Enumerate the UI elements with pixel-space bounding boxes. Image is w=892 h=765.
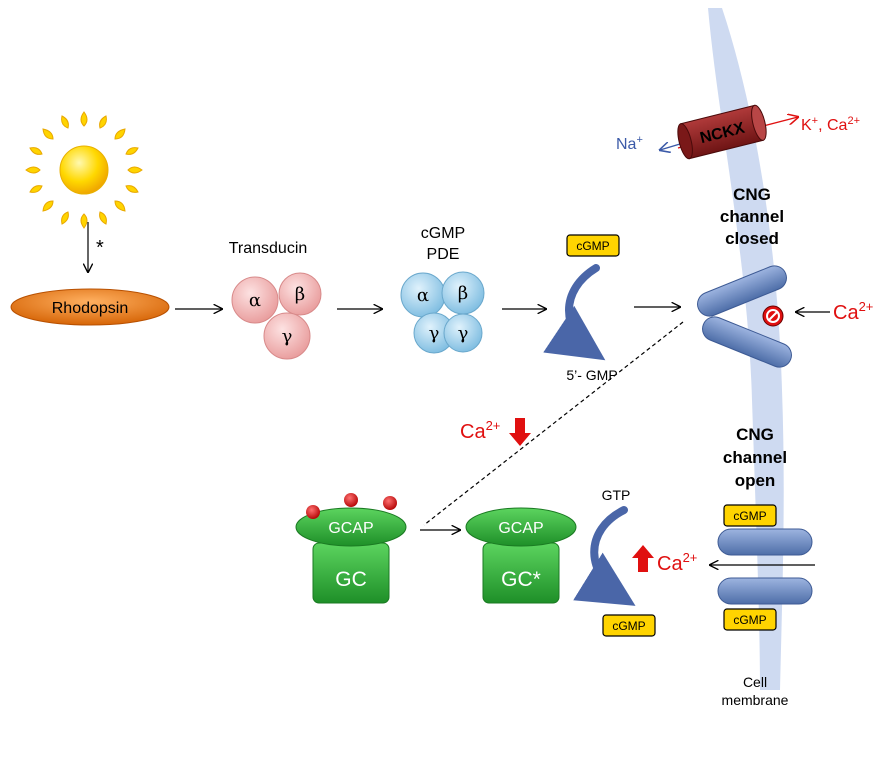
cng-open-line2: channel — [723, 448, 787, 467]
activation-asterisk: * — [96, 237, 104, 259]
cng-closed-line1: CNG — [733, 185, 771, 204]
sun-icon — [25, 111, 143, 229]
cgmp-badge-synth: cGMP — [602, 614, 656, 637]
calcium-bound-ball — [383, 496, 397, 510]
svg-text:cGMP: cGMP — [576, 239, 609, 253]
pde-label-line2: PDE — [427, 246, 460, 263]
transducin-beta: β — [295, 284, 305, 305]
cng-channel-open: cGMP cGMP — [717, 504, 813, 631]
pde-gamma-1: γ — [429, 323, 440, 344]
cell-membrane-line1: Cell — [743, 674, 767, 690]
gc-label: GC — [335, 568, 367, 591]
svg-text:cGMP: cGMP — [612, 619, 645, 633]
rhodopsin-label: Rhodopsin — [52, 300, 129, 317]
cgmp-badge-open-top: cGMP — [723, 504, 777, 527]
gc-inactive-complex: GCAP GC — [295, 493, 407, 604]
pde-alpha: α — [417, 285, 429, 306]
calcium-bound-ball — [344, 493, 358, 507]
calcium-decrease-arrow-icon — [509, 418, 531, 446]
transducin-alpha: α — [249, 290, 261, 311]
nckx-exchanger: NCKX — [660, 104, 798, 160]
transducin-gamma: γ — [282, 326, 293, 347]
transducin-label: Transducin — [229, 240, 308, 257]
cgmp-badge-open-bottom: cGMP — [723, 608, 777, 631]
calcium-increase-label: Ca2+ — [657, 550, 697, 575]
calcium-drop-dashed-link — [423, 321, 684, 526]
transducin-complex: α β γ — [231, 272, 322, 360]
calcium-increase-arrow-icon — [632, 545, 654, 572]
five-gmp-label: 5’- GMP — [566, 367, 617, 383]
calcium-bound-ball — [306, 505, 320, 519]
cgmp-badge-top: cGMP — [566, 234, 620, 257]
potassium-calcium-label: K+, Ca2+ — [801, 115, 860, 134]
pde-label-line1: cGMP — [421, 225, 465, 242]
pde-complex: α β γ γ — [400, 271, 485, 354]
cng-closed-line3: closed — [725, 229, 779, 248]
blocked-icon — [762, 305, 784, 327]
svg-text:cGMP: cGMP — [733, 613, 766, 627]
pde-beta: β — [458, 283, 468, 304]
synthesis-curved-arrow — [573, 506, 636, 606]
sodium-label: Na+ — [616, 134, 643, 153]
gtp-label: GTP — [602, 487, 631, 503]
calcium-decrease-label: Ca2+ — [460, 418, 500, 443]
rhodopsin-shape — [10, 288, 170, 326]
svg-text:cGMP: cGMP — [733, 509, 766, 523]
gc-active-label: GC* — [501, 568, 541, 591]
hydrolysis-curved-arrow — [543, 264, 606, 361]
gc-active-complex: GCAP GC* — [465, 507, 577, 604]
cng-open-line1: CNG — [736, 425, 774, 444]
cng-open-line3: open — [735, 471, 776, 490]
calcium-label-closed: Ca2+ — [833, 299, 873, 324]
gcap-label-inactive: GCAP — [328, 520, 373, 537]
cng-channel-closed — [697, 265, 792, 368]
cng-closed-line2: channel — [720, 207, 784, 226]
pde-gamma-2: γ — [458, 323, 469, 344]
gcap-label-active: GCAP — [498, 520, 543, 537]
cell-membrane-line2: membrane — [722, 692, 789, 708]
